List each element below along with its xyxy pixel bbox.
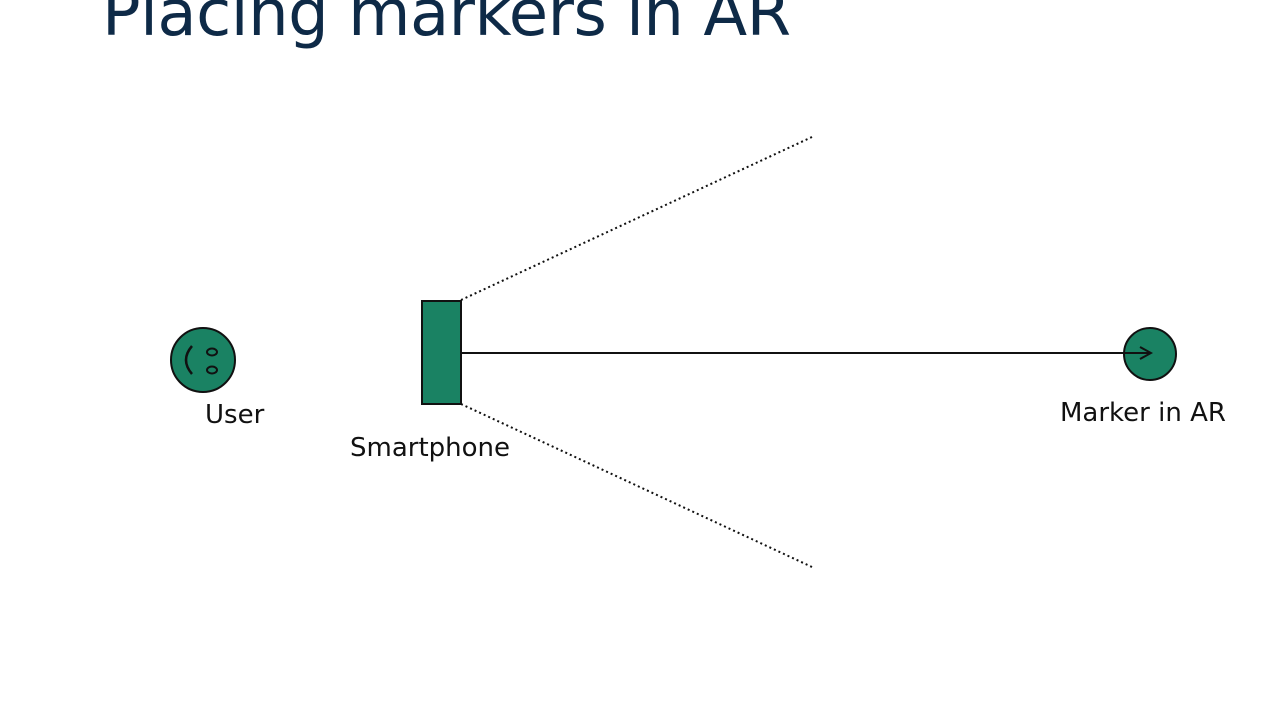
page-title: Placing markers in AR bbox=[102, 0, 791, 51]
smartphone-shape bbox=[421, 300, 462, 405]
fov-lower-line bbox=[460, 403, 813, 568]
marker-label: Marker in AR bbox=[1060, 398, 1226, 428]
smiley-face-icon bbox=[170, 327, 236, 393]
user-label: User bbox=[205, 400, 265, 430]
smartphone-label: Smartphone bbox=[350, 433, 510, 463]
fov-upper-line bbox=[460, 136, 813, 301]
